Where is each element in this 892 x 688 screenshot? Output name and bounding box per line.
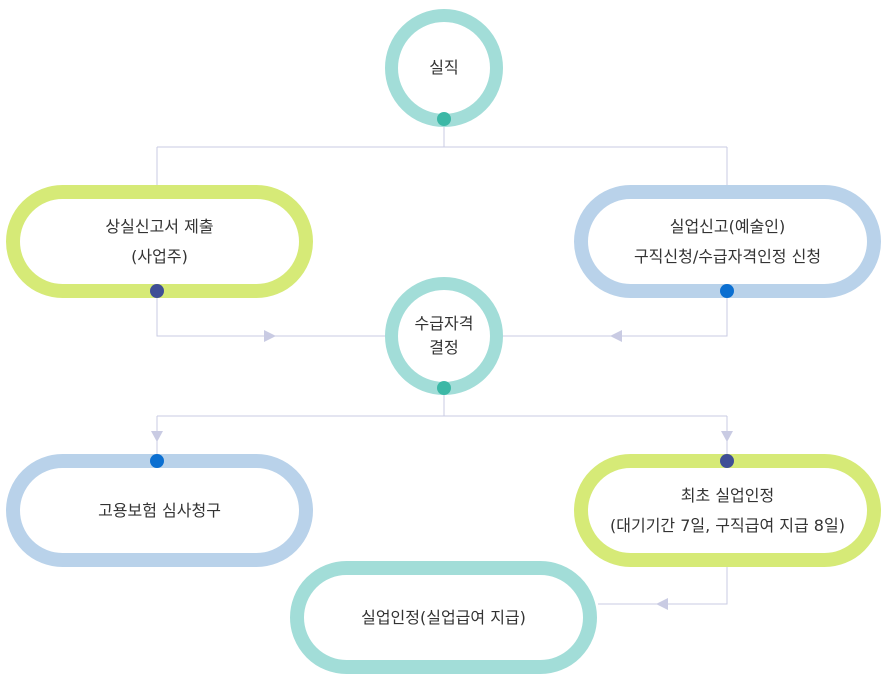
connector-dot	[150, 454, 164, 468]
arrow-right-left	[264, 330, 276, 342]
node-first-recognition-line1: 최초 실업인정	[680, 485, 775, 505]
node-insurance-claim: 고용보험 심사청구	[6, 454, 313, 567]
node-first-recognition: 최초 실업인정 (대기기간 7일, 구직급여 지급 8일)	[574, 454, 881, 567]
node-loss-report-line2: (사업주)	[131, 246, 188, 266]
connector-first-to-recognition	[598, 566, 728, 605]
connector-report-to-eligibility	[502, 297, 728, 337]
arrow-left-bottom	[656, 598, 668, 610]
node-unemployment-report-line1: 실업신고(예술인)	[669, 216, 786, 236]
connector-dot	[720, 284, 734, 298]
node-loss-report: 상실신고서 제출 (사업주)	[6, 185, 313, 298]
node-unemployment-report: 실업신고(예술인) 구직신청/수급자격인정 신청	[574, 185, 881, 298]
node-recognition: 실업인정(실업급여 지급)	[290, 561, 597, 674]
node-unemployment-label: 실직	[429, 58, 459, 77]
node-recognition-label: 실업인정(실업급여 지급)	[361, 607, 526, 627]
node-eligibility-line1: 수급자격	[414, 314, 474, 333]
node-loss-report-line1: 상실신고서 제출	[105, 216, 214, 236]
connector-dot	[437, 112, 451, 126]
arrow-down-right	[721, 431, 733, 442]
connector-unemployment-split	[156, 126, 728, 186]
arrow-down-left	[151, 431, 163, 442]
node-eligibility-line2: 결정	[429, 338, 459, 357]
arrow-right-right	[610, 330, 622, 342]
connector-dot	[720, 454, 734, 468]
connector-eligibility-split	[156, 395, 728, 456]
node-unemployment-report-line2: 구직신청/수급자격인정 신청	[633, 246, 822, 266]
connector-dot	[150, 284, 164, 298]
node-insurance-claim-label: 고용보험 심사청구	[98, 500, 221, 520]
node-unemployment: 실직	[385, 9, 503, 127]
node-first-recognition-line2: (대기기간 7일, 구직급여 지급 8일)	[610, 515, 845, 535]
node-eligibility: 수급자격 결정	[385, 277, 503, 395]
connector-loss-report-to-eligibility	[156, 297, 386, 337]
connector-dot	[437, 381, 451, 395]
